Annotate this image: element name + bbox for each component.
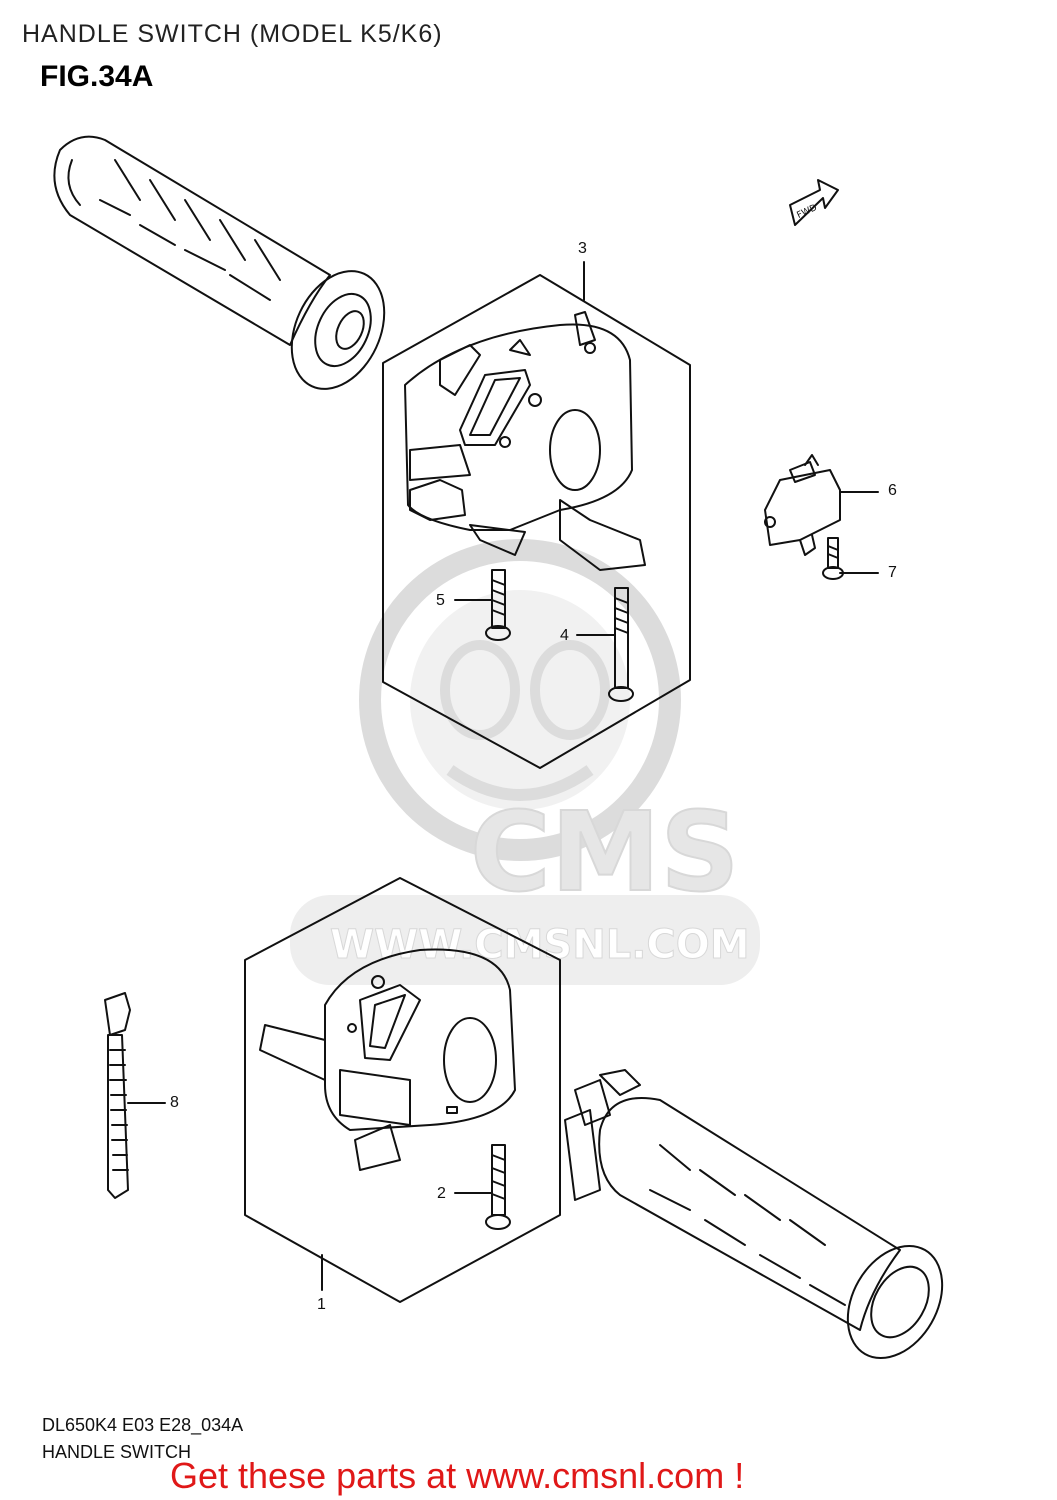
callout-2: 2 [437,1185,446,1202]
callout-5: 5 [436,592,445,609]
callout-6: 6 [888,482,897,499]
figure-id: FIG.34A [40,60,154,93]
left-handle-switch [259,948,516,1171]
assembly-1-outline [244,877,561,1303]
fwd-arrow-icon [789,179,839,226]
watermark-logo-text: CMS [470,788,739,916]
callout-7: 7 [888,564,897,581]
diagram-code: DL650K4 E03 E28_034A [42,1415,244,1435]
page-title: HANDLE SWITCH (MODEL K5/K6) [22,20,443,48]
left-grip [53,135,386,390]
watermark-url-text: WWW.CMSNL.COM [330,922,750,968]
part-6-switch [764,454,841,556]
callout-8: 8 [170,1094,179,1111]
throttle-grip [564,1069,944,1360]
callout-1: 1 [317,1296,326,1313]
right-handle-switch [404,311,646,571]
screw-5 [485,569,511,641]
screw-2 [485,1144,511,1230]
promo-link[interactable]: Get these parts at www.cmsnl.com ! [170,1455,745,1496]
cable-tie-8 [104,992,131,1199]
callout-3: 3 [578,240,587,257]
assembly-3-outline [382,274,691,769]
diagram-name: HANDLE SWITCH [42,1442,192,1462]
watermark-logo [290,539,760,985]
callout-4: 4 [560,627,569,644]
screw-4 [608,587,634,702]
